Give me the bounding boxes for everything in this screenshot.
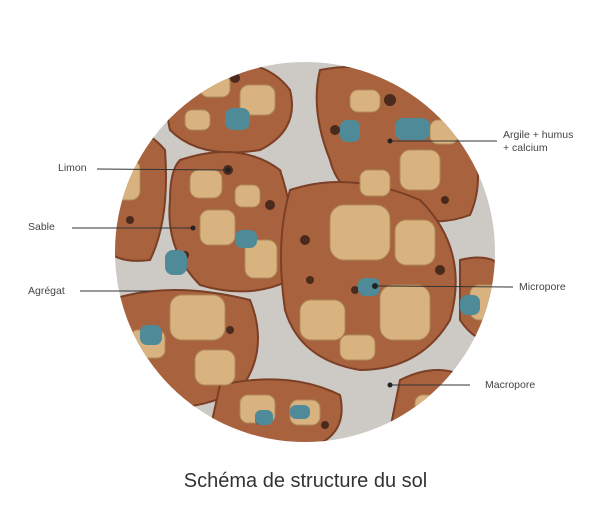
leader-lines: [72, 140, 514, 386]
label-sable: Sable: [28, 221, 55, 233]
label-agregat: Agrégat: [28, 285, 65, 297]
diagram-title: Schéma de structure du sol: [183, 470, 428, 492]
micropores: [140, 108, 480, 425]
label-macropore: Macropore: [485, 379, 536, 391]
label-limon: Limon: [58, 162, 87, 174]
label-argile: Argile + humus + calcium: [503, 129, 573, 155]
leader-dots: [190, 138, 393, 388]
label-argile-line2: + calcium: [503, 142, 548, 154]
label-micropore: Micropore: [519, 281, 566, 293]
label-argile-line1: Argile + humus: [503, 129, 574, 141]
